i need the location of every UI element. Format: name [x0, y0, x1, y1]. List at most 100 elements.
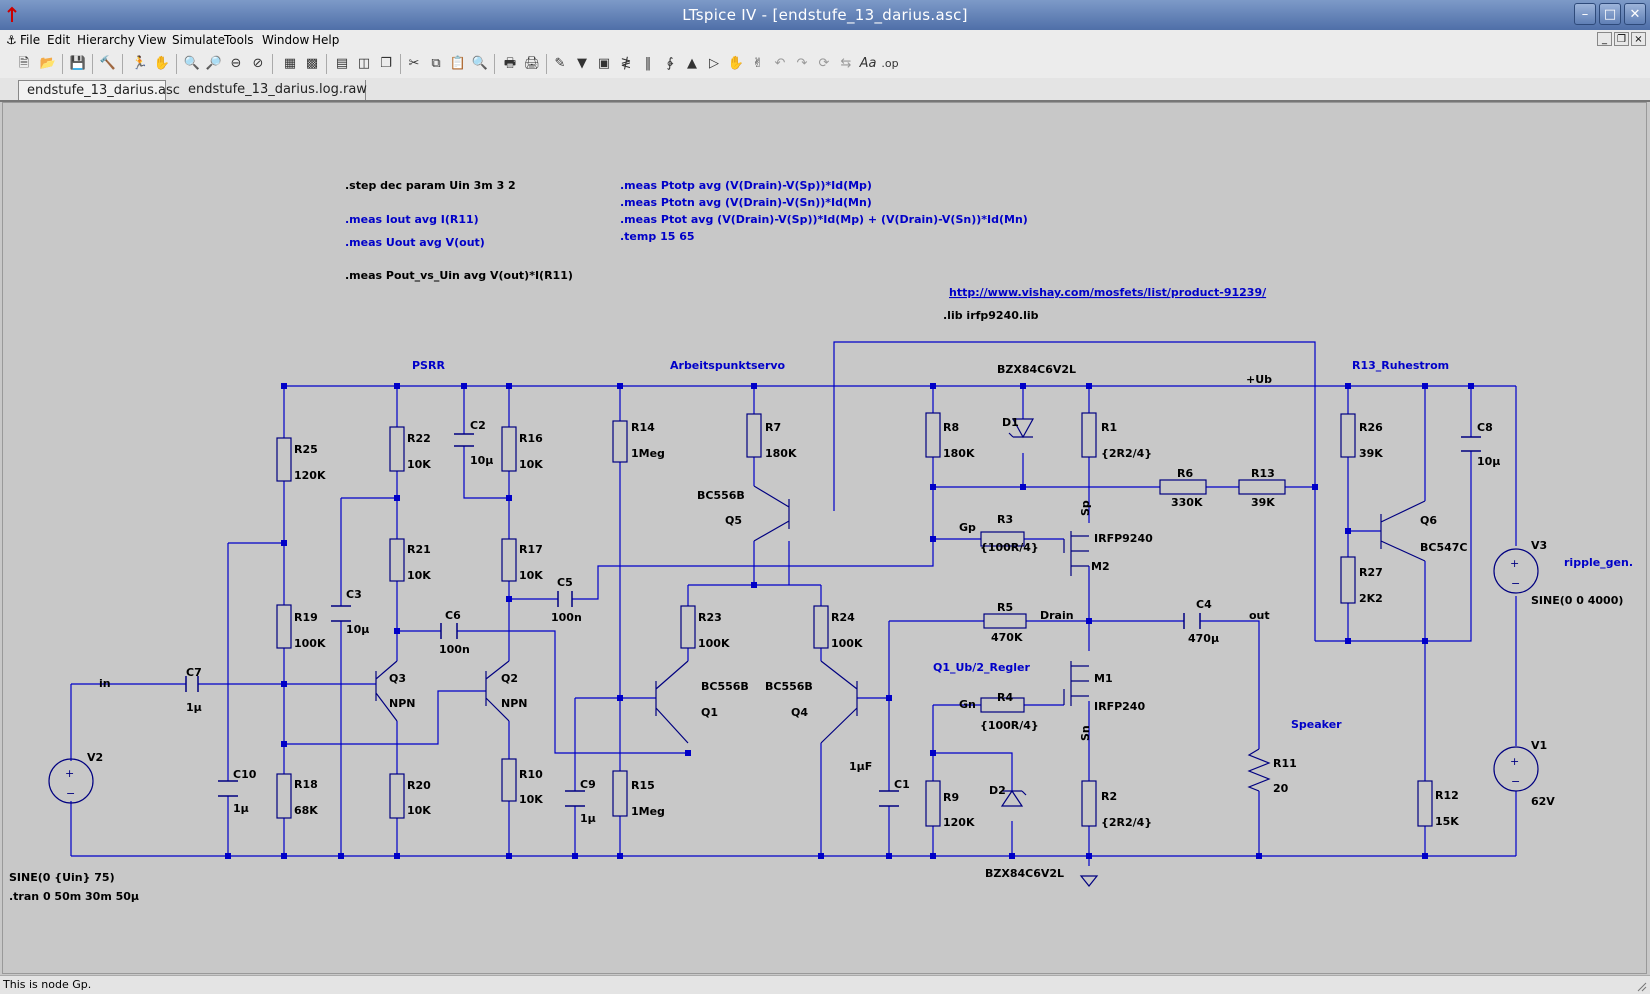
r1-value[interactable]: {2R2/4}	[1101, 447, 1152, 460]
v3-value[interactable]: SINE(0 0 4000)	[1531, 594, 1623, 607]
temp-directive[interactable]: .temp 15 65	[620, 230, 695, 243]
r12-value[interactable]: 15K	[1435, 815, 1459, 828]
meas-ptotn-directive[interactable]: .meas Ptotn avg (V(Drain)-V(Sn))*Id(Mn)	[620, 196, 872, 209]
meas-uout-directive[interactable]: .meas Uout avg V(out)	[345, 236, 485, 249]
copy-icon[interactable]: ⧉	[431, 56, 441, 71]
text-icon[interactable]: Aa	[859, 56, 877, 71]
c6-value[interactable]: 100n	[439, 643, 470, 656]
d1-name[interactable]: D1	[1002, 416, 1019, 429]
c5-name[interactable]: C5	[557, 576, 573, 589]
q4-value[interactable]: BC556B	[765, 680, 813, 693]
drag-icon[interactable]: ✌	[752, 56, 764, 71]
r2-name[interactable]: R2	[1101, 790, 1117, 803]
c6-name[interactable]: C6	[445, 609, 461, 622]
net-sp[interactable]: Sp	[1079, 500, 1092, 516]
zoom-out-icon[interactable]: ⊖	[230, 56, 242, 71]
control-panel-icon[interactable]: 🔨	[99, 56, 117, 71]
resistor-icon[interactable]: ≹	[620, 56, 632, 71]
component-icon[interactable]: ▷	[709, 56, 719, 71]
v3-name[interactable]: V3	[1531, 539, 1547, 552]
cascade-icon[interactable]: ❐	[380, 56, 392, 71]
servo-comment[interactable]: Arbeitspunktservo	[670, 359, 786, 372]
net-out[interactable]: out	[1249, 609, 1270, 622]
r7-value[interactable]: 180K	[765, 447, 797, 460]
maximize-button[interactable]: □	[1599, 3, 1621, 25]
zoom-cancel-icon[interactable]: ⊘	[252, 56, 264, 71]
r7-name[interactable]: R7	[765, 421, 781, 434]
mdi-restore-button[interactable]: ❐	[1614, 32, 1629, 46]
meas-iout-directive[interactable]: .meas Iout avg I(R11)	[345, 213, 479, 226]
q6-value[interactable]: BC547C	[1420, 541, 1468, 554]
c4-value[interactable]: 470µ	[1188, 632, 1219, 645]
c7-name[interactable]: C7	[186, 666, 202, 679]
c2-name[interactable]: C2	[470, 419, 486, 432]
label-net-icon[interactable]: ▣	[597, 56, 611, 71]
r23-name[interactable]: R23	[698, 611, 722, 624]
psrr-comment[interactable]: PSRR	[412, 359, 445, 372]
c1-name[interactable]: C1	[894, 778, 910, 791]
schematic-canvas[interactable]: +− +− +− .step dec param Uin 3m 3 2 .mea…	[2, 102, 1647, 974]
r9-name[interactable]: R9	[943, 791, 959, 804]
q3-name[interactable]: Q3	[389, 672, 406, 685]
r26-name[interactable]: R26	[1359, 421, 1383, 434]
r17-value[interactable]: 10K	[519, 569, 543, 582]
c1-value[interactable]: 1µF	[849, 760, 872, 773]
c9-name[interactable]: C9	[580, 778, 596, 791]
mirror-icon[interactable]: ⇆	[840, 56, 852, 71]
net-gn[interactable]: Gn	[959, 698, 976, 711]
m2-value[interactable]: IRFP9240	[1094, 532, 1153, 545]
r16-value[interactable]: 10K	[519, 458, 543, 471]
print-icon[interactable]: 🖨	[523, 56, 541, 71]
c5-value[interactable]: 100n	[551, 611, 582, 624]
open-icon[interactable]: 📂	[39, 56, 57, 71]
tab-log-raw[interactable]: endstufe_13_darius.log.raw	[180, 80, 367, 100]
m1-name[interactable]: M1	[1094, 672, 1113, 685]
r18-name[interactable]: R18	[294, 778, 318, 791]
r14-value[interactable]: 1Meg	[631, 447, 665, 460]
r11-name[interactable]: R11	[1273, 757, 1297, 770]
vishay-url[interactable]: http://www.vishay.com/mosfets/list/produ…	[949, 286, 1267, 299]
r25-value[interactable]: 120K	[294, 469, 326, 482]
d1-value[interactable]: BZX84C6V2L	[997, 363, 1076, 376]
r3-name[interactable]: R3	[997, 513, 1013, 526]
ground-icon[interactable]: ▼	[577, 56, 587, 71]
r10-value[interactable]: 10K	[519, 793, 543, 806]
pan-icon[interactable]: ▩	[305, 56, 319, 71]
r24-value[interactable]: 100K	[831, 637, 863, 650]
r12-name[interactable]: R12	[1435, 789, 1459, 802]
c7-value[interactable]: 1µ	[186, 701, 202, 714]
meas-pout-directive[interactable]: .meas Pout_vs_Uin avg V(out)*I(R11)	[345, 269, 573, 282]
c3-value[interactable]: 10µ	[346, 623, 369, 636]
menu-help[interactable]: Help	[312, 33, 340, 47]
capacitor-icon[interactable]: ‖	[644, 56, 652, 71]
c8-value[interactable]: 10µ	[1477, 455, 1500, 468]
diode-icon[interactable]: ▲	[687, 56, 697, 71]
r17-name[interactable]: R17	[519, 543, 543, 556]
r14-name[interactable]: R14	[631, 421, 655, 434]
r22-value[interactable]: 10K	[407, 458, 431, 471]
redo-icon[interactable]: ↷	[796, 56, 808, 71]
wire-icon[interactable]: ✎	[554, 56, 566, 71]
autorange-icon[interactable]: ▦	[283, 56, 297, 71]
find-icon[interactable]: 🔍	[471, 56, 489, 71]
r19-value[interactable]: 100K	[294, 637, 326, 650]
r2-value[interactable]: {2R2/4}	[1101, 816, 1152, 829]
r1-name[interactable]: R1	[1101, 421, 1117, 434]
v2-sine-value[interactable]: SINE(0 {Uin} 75)	[9, 871, 115, 884]
r3-value[interactable]: {100R/4}	[980, 541, 1039, 554]
tab-schematic[interactable]: endstufe_13_darius.asc	[18, 80, 180, 100]
new-schematic-icon[interactable]: 🗎	[18, 56, 30, 71]
r16-name[interactable]: R16	[519, 432, 543, 445]
cut-icon[interactable]: ✂	[408, 56, 420, 71]
r21-value[interactable]: 10K	[407, 569, 431, 582]
v2-name[interactable]: V2	[87, 751, 103, 764]
zoom-area-icon[interactable]: 🔎	[205, 56, 223, 71]
resize-grip-icon[interactable]	[1635, 980, 1647, 992]
r20-name[interactable]: R20	[407, 779, 431, 792]
ripple-comment[interactable]: ripple_gen.	[1564, 556, 1633, 569]
c8-name[interactable]: C8	[1477, 421, 1493, 434]
close-button[interactable]: ✕	[1624, 3, 1646, 25]
net-gp[interactable]: Gp	[959, 521, 976, 534]
zoom-in-icon[interactable]: 🔍	[183, 56, 201, 71]
menu-window[interactable]: Window	[262, 33, 310, 47]
